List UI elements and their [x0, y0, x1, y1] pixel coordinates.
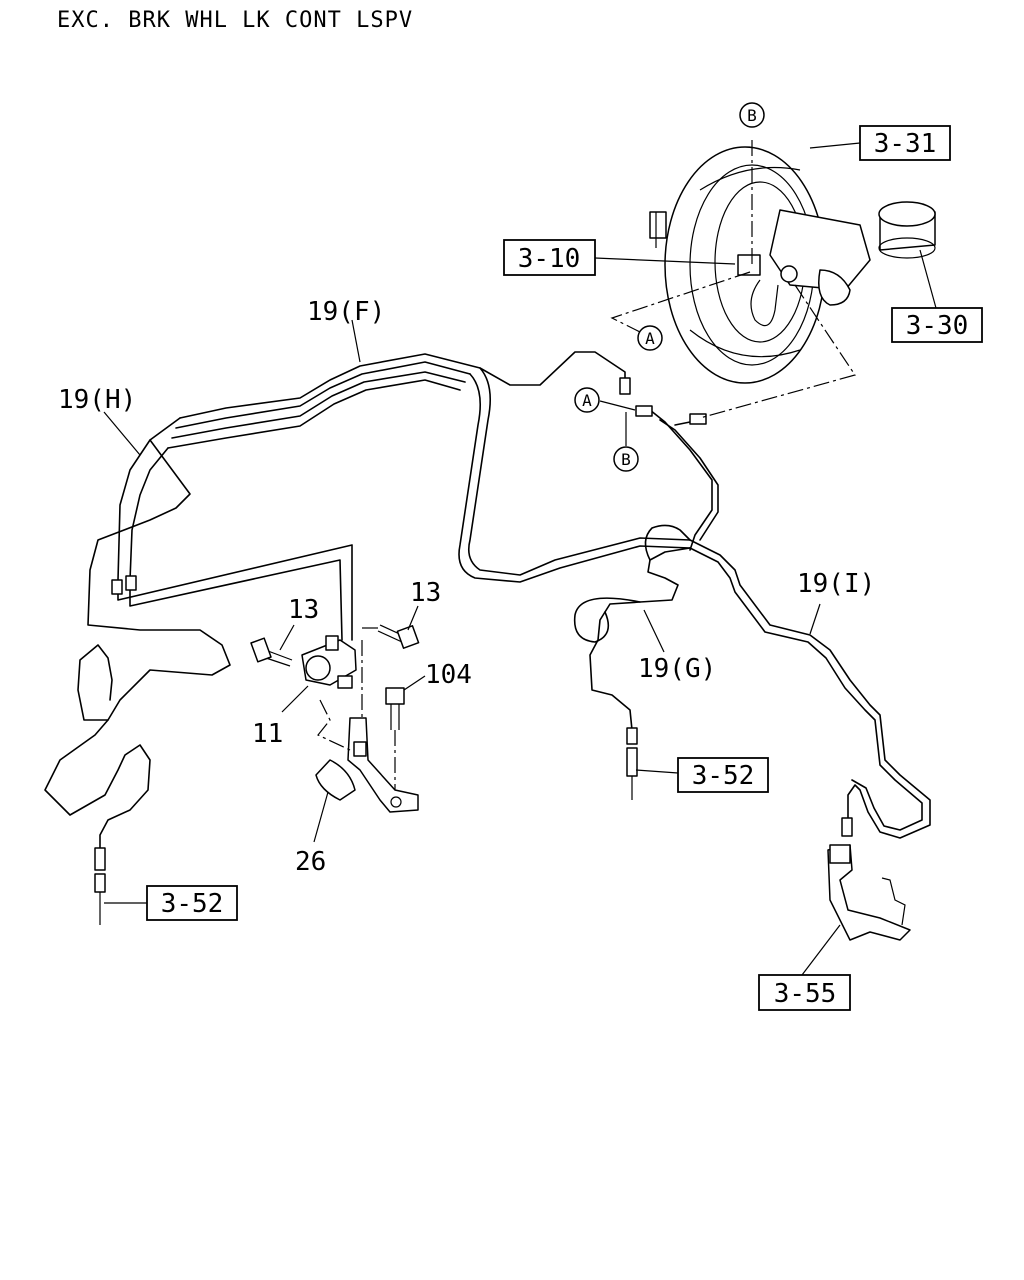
mounting-bracket	[315, 717, 419, 813]
callout-3-55[interactable]: 3-55	[758, 974, 851, 1011]
pipe-booster-link	[649, 409, 719, 551]
bolt-104	[385, 687, 405, 795]
callout-3-52-left[interactable]: 3-52	[146, 885, 238, 921]
callout-3-52-left-text: 3-52	[161, 889, 224, 919]
label-19h: 19(H)	[58, 385, 136, 415]
marker-a-booster: A	[637, 325, 663, 351]
diagram-title: EXC. BRK WHL LK CONT LSPV	[57, 8, 413, 33]
callout-3-52-right-text: 3-52	[692, 761, 755, 791]
callout-3-10[interactable]: 3-10	[503, 239, 596, 276]
pipe-19f	[167, 351, 691, 583]
label-19f: 19(F)	[307, 297, 385, 327]
svg-text:B: B	[747, 106, 757, 125]
label-19g: 19(G)	[638, 654, 716, 684]
callout-3-30[interactable]: 3-30	[891, 307, 983, 343]
booster-reference-lines	[610, 140, 856, 419]
pipe-fittings	[94, 377, 853, 925]
callout-3-31[interactable]: 3-31	[859, 125, 951, 161]
pipe-19i	[689, 539, 931, 839]
label-19i: 19(I)	[797, 569, 875, 599]
callout-3-10-text: 3-10	[518, 244, 581, 274]
svg-text:A: A	[582, 391, 592, 410]
callout-3-52-right[interactable]: 3-52	[677, 757, 769, 793]
marker-b-top: B	[739, 102, 765, 128]
label-bolt-13-left: 13	[288, 595, 319, 625]
callout-leaders	[103, 142, 937, 976]
label-valve-11: 11	[252, 719, 283, 749]
master-cylinder	[737, 201, 936, 327]
pipe-19g	[573, 524, 691, 731]
marker-b-pipe: B	[613, 446, 639, 472]
bolt-13-left	[250, 637, 293, 667]
callout-3-30-text: 3-30	[906, 311, 969, 341]
callout-3-55-text: 3-55	[774, 979, 837, 1009]
callout-3-31-text: 3-31	[874, 129, 937, 159]
label-bolt-104: 104	[425, 660, 472, 690]
svg-text:B: B	[621, 450, 631, 469]
label-bracket-26: 26	[295, 847, 326, 877]
svg-text:A: A	[645, 329, 655, 348]
pipe-19h	[44, 417, 353, 851]
bolt-13-right	[377, 624, 420, 649]
hose-bracket	[827, 844, 911, 941]
marker-a-pipe: A	[574, 387, 600, 413]
valve-dashed-links	[317, 627, 380, 751]
label-bolt-13-right: 13	[410, 578, 441, 608]
proportioning-valve	[301, 635, 357, 689]
